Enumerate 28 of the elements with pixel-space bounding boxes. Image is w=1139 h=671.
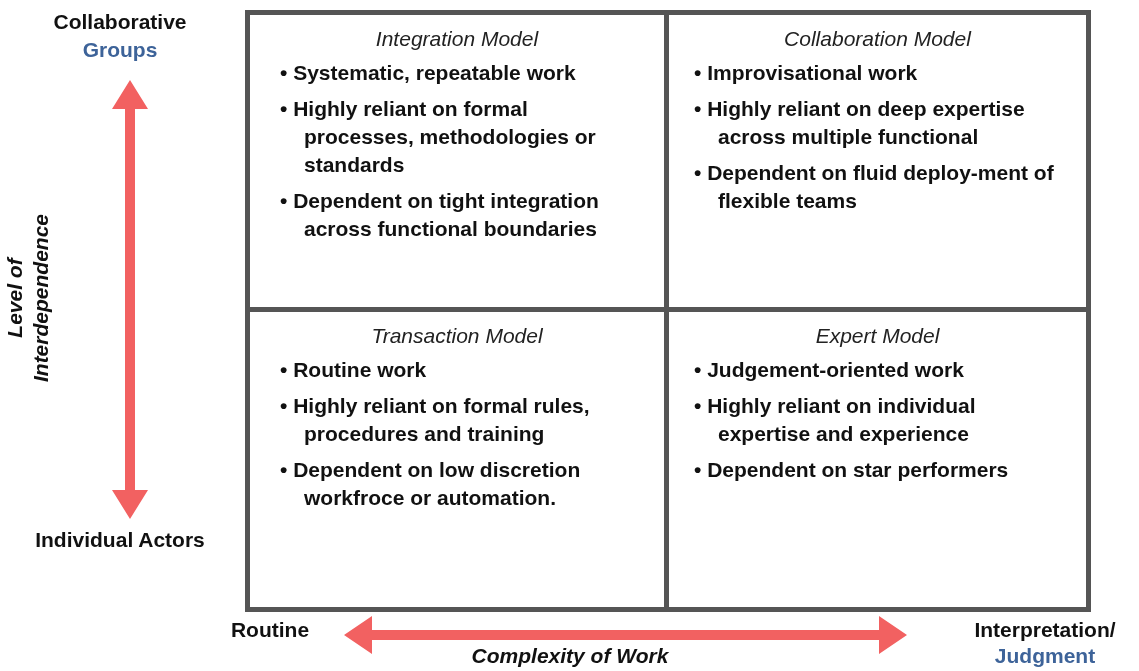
bullet-item: • Dependent on star performers — [694, 457, 1010, 483]
quadrant-title: Expert Model — [814, 324, 941, 348]
individual-actors-label: Individual Actors — [34, 528, 206, 552]
bullet-item: • Dependent on low discretion workfroce or automation. — [280, 457, 582, 511]
quadrant-box — [245, 10, 669, 312]
bullet-item: • Highly reliant on formal processes, methodologies or standards — [280, 96, 597, 178]
quadrant-box — [245, 312, 669, 612]
complexity-axis-title: Complexity of Work — [470, 644, 670, 668]
bullet-item: • Improvisational work — [694, 60, 919, 86]
groups-axis-label: Groups — [81, 38, 159, 62]
collaborative-axis-label: Collaborative — [52, 10, 188, 34]
bullet-item: • Highly reliant on deep expertise across multiple functional — [694, 96, 1026, 150]
routine-label: Routine — [229, 618, 311, 642]
quadrant-title: Collaboration Model — [783, 27, 973, 51]
quadrant-box — [669, 10, 1091, 312]
bullet-item: • Systematic, repeatable work — [280, 60, 577, 86]
bullet-item: • Routine work — [280, 357, 428, 383]
interdependence-axis-title: Level of Interdependence — [2, 213, 53, 385]
judgment-label: Judgment — [993, 644, 1097, 668]
bullet-item: • Dependent on tight integration across functional boundaries — [280, 188, 600, 242]
quadrant-title: Integration Model — [374, 27, 540, 51]
quadrant-title: Transaction Model — [370, 324, 544, 348]
bullet-item: • Dependent on fluid deploy-ment of flexible teams — [694, 160, 1055, 214]
bullet-item: • Judgement-oriented work — [694, 357, 965, 383]
bullet-item: • Highly reliant on individual expertise and experience — [694, 393, 977, 447]
bullet-item: • Highly reliant on formal rules, procedures and training — [280, 393, 591, 447]
quadrant-box — [669, 312, 1091, 612]
interpretation-label: Interpretation/ — [973, 618, 1117, 642]
